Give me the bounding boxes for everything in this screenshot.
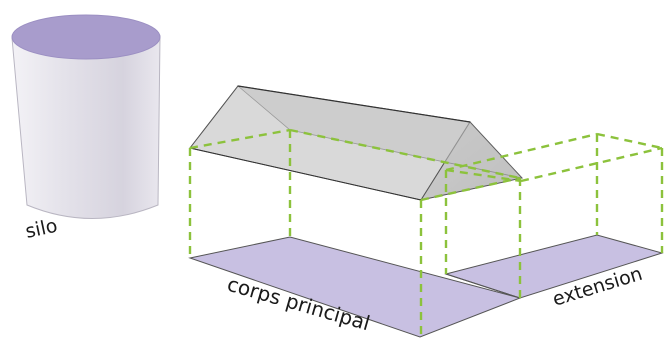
wall-frames <box>188 128 664 337</box>
silo-top <box>11 14 161 60</box>
roof <box>188 85 524 201</box>
silo <box>11 14 161 219</box>
roof-ridge <box>237 85 471 123</box>
label-silo: silo <box>23 215 59 243</box>
floor-divider <box>445 273 521 299</box>
roof-eave <box>189 147 422 201</box>
